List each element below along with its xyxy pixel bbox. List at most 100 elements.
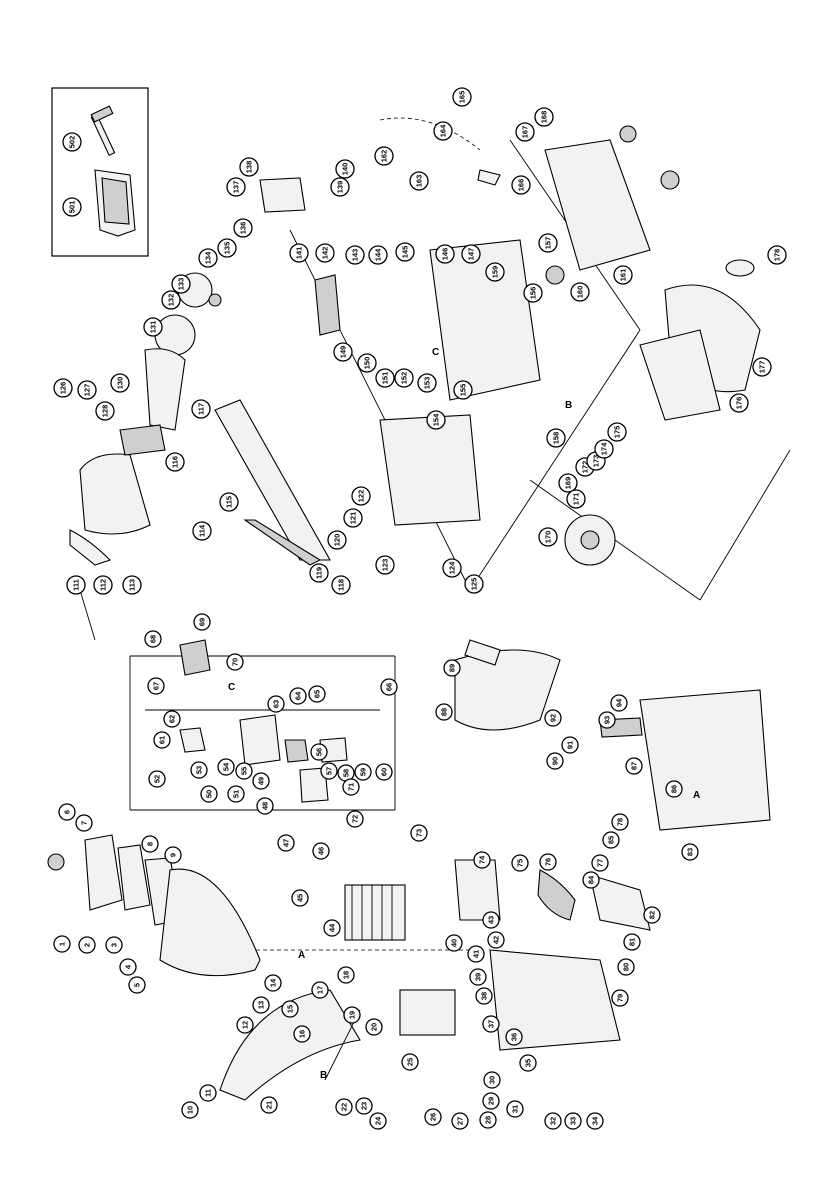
- callout-number: 41: [472, 950, 481, 958]
- callout-number: 89: [448, 664, 457, 672]
- callout-circle: [310, 743, 328, 761]
- callout-502: 502: [62, 132, 82, 152]
- callout-number: 73: [415, 829, 424, 837]
- callout-number: 156: [529, 287, 538, 300]
- callout-116: 116: [165, 452, 185, 472]
- callout-circle: [171, 274, 191, 294]
- callout-circle: [165, 452, 185, 472]
- callout-number: 153: [423, 377, 432, 390]
- callout-38: 38: [475, 987, 493, 1005]
- callout-circle: [546, 752, 564, 770]
- callout-number: 11: [204, 1089, 213, 1097]
- callout-number: 121: [349, 512, 358, 525]
- callout-circle: [311, 981, 329, 999]
- fan-housing: [639, 329, 721, 421]
- callout-circle: [380, 678, 398, 696]
- callout-circle: [611, 989, 629, 1007]
- callout-131: 131: [143, 317, 163, 337]
- callout-59: 59: [354, 763, 372, 781]
- callout-number: 8: [146, 842, 155, 846]
- callout-number: 178: [773, 249, 782, 262]
- callout-number: 136: [239, 222, 248, 235]
- left-cover-parts: [47, 834, 261, 977]
- callout-73: 73: [410, 824, 428, 842]
- callout-125: 125: [464, 574, 484, 594]
- callout-number: 1: [58, 942, 67, 946]
- callout-circle: [681, 843, 699, 861]
- callout-number: 47: [282, 839, 291, 847]
- callout-circle: [409, 171, 429, 191]
- callout-circle: [582, 871, 600, 889]
- callout-number: 119: [315, 567, 324, 579]
- callout-number: 172: [581, 461, 590, 474]
- callout-circle: [435, 244, 455, 264]
- callout-number: 42: [492, 936, 501, 944]
- callout-number: 25: [406, 1058, 415, 1066]
- callout-circle: [122, 575, 142, 595]
- callout-number: 68: [149, 635, 158, 643]
- callout-number: 84: [587, 875, 596, 884]
- callout-circle: [110, 373, 130, 393]
- filter-cover: [84, 834, 123, 911]
- callout-number: 137: [232, 181, 241, 194]
- callout-35: 35: [519, 1054, 537, 1072]
- callout-number: 53: [195, 766, 204, 774]
- callout-number: 46: [317, 847, 326, 855]
- throttle-lever: [477, 169, 501, 186]
- callout-154: 154: [426, 410, 446, 430]
- callout-number: 72: [351, 815, 360, 823]
- callout-137: 137: [226, 177, 246, 197]
- callout-70: 70: [226, 653, 244, 671]
- callout-circle: [148, 770, 166, 788]
- reference-letters: A A B B C C: [228, 347, 700, 1081]
- chain-brake-band: [119, 424, 166, 456]
- callout-number: 133: [177, 278, 186, 291]
- callout-circle: [469, 968, 487, 986]
- callout-136: 136: [233, 218, 253, 238]
- callout-circle: [105, 936, 123, 954]
- callout-171: 171: [566, 489, 586, 509]
- callout-circle: [236, 1016, 254, 1034]
- callout-130: 130: [110, 373, 130, 393]
- wrench-icon: [90, 105, 116, 157]
- callout-126: 126: [53, 378, 73, 398]
- callout-number: 3: [110, 943, 119, 947]
- callout-circle: [219, 492, 239, 512]
- callout-circle: [643, 906, 661, 924]
- callout-number: 33: [569, 1117, 578, 1125]
- callout-number: 83: [686, 848, 695, 856]
- callout-number: 174: [600, 442, 609, 455]
- callout-circle: [217, 758, 235, 776]
- ref-letter-c: C: [228, 682, 235, 693]
- callout-number: 164: [439, 124, 448, 137]
- callout-circle: [119, 958, 137, 976]
- callout-number: 130: [116, 377, 125, 390]
- callout-circle: [374, 146, 394, 166]
- callout-circle: [226, 653, 244, 671]
- callout-157: 157: [538, 233, 558, 253]
- callout-number: 17: [316, 986, 325, 994]
- oil-pump: [259, 177, 306, 213]
- callout-number: 82: [648, 911, 657, 919]
- callout-30: 30: [483, 1071, 501, 1089]
- rear-handle: [429, 239, 541, 401]
- callout-number: 59: [359, 768, 368, 776]
- callout-circle: [443, 659, 461, 677]
- callout-36: 36: [505, 1028, 523, 1046]
- callout-81: 81: [623, 933, 641, 951]
- callout-circle: [191, 399, 211, 419]
- callout-number: 170: [544, 531, 553, 544]
- callout-42: 42: [487, 931, 505, 949]
- guide-bar: [214, 399, 331, 561]
- callout-7: 7: [75, 814, 93, 832]
- callout-119: 119: [309, 563, 329, 583]
- insulator: [299, 767, 329, 803]
- bar-cover-icon: [94, 169, 136, 237]
- callout-501: 501: [62, 197, 82, 217]
- callout-number: 90: [551, 757, 560, 765]
- callout-circle: [144, 630, 162, 648]
- callout-120: 120: [327, 530, 347, 550]
- callout-number: 165: [458, 91, 467, 104]
- callout-number: 12: [241, 1021, 250, 1029]
- callout-circle: [343, 1006, 361, 1024]
